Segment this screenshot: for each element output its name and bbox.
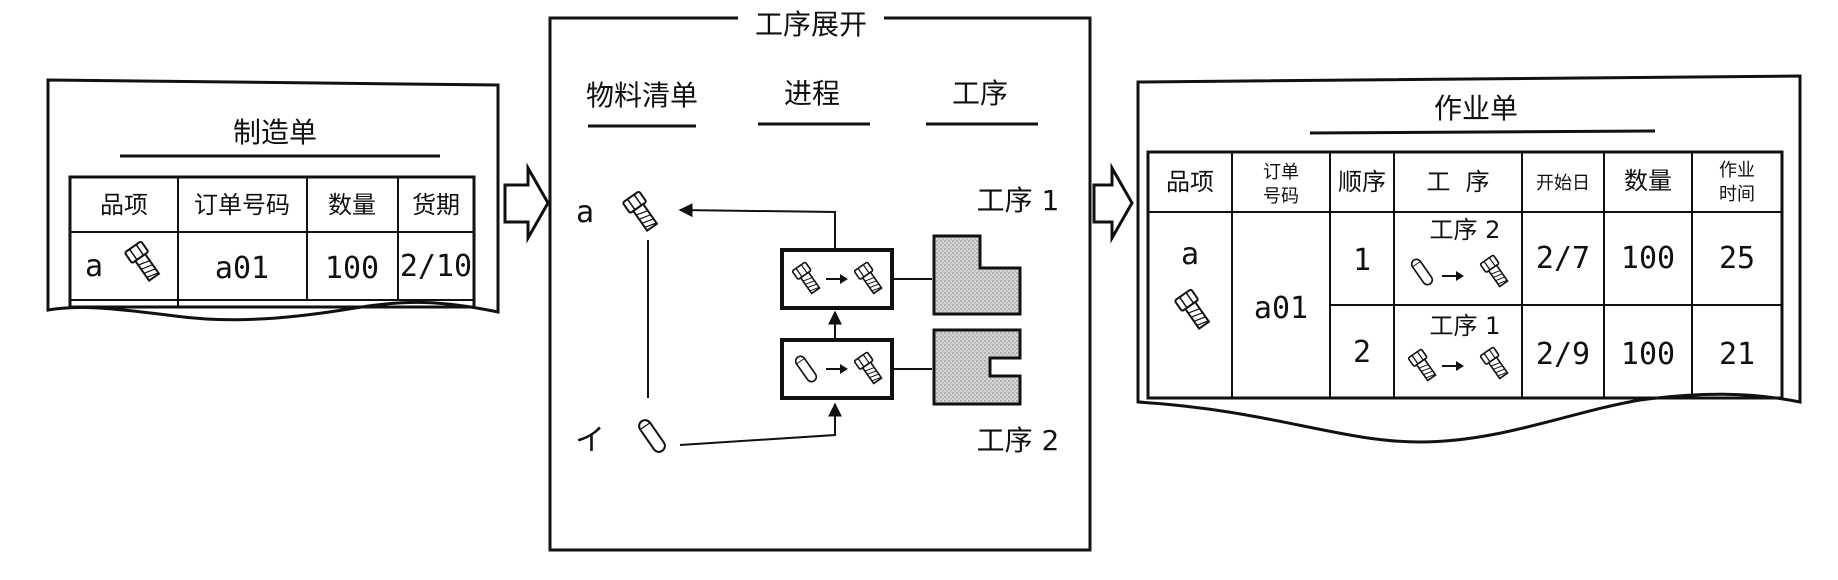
wo-header-process: 工 序 (1426, 168, 1489, 196)
cell-order-number: a01 (215, 251, 269, 286)
work-order-table (1146, 150, 1784, 400)
wo-header-order-number-line2: 号码 (1263, 186, 1299, 207)
wo-header-sequence: 顺序 (1338, 168, 1386, 196)
route-line-bottom (679, 402, 842, 446)
wo-row1-quantity: 100 (1621, 241, 1675, 276)
manufacturing-order-title: 制造单 (233, 116, 317, 149)
wo-header-work-time-line1: 作业 (1719, 160, 1755, 181)
header-due-date: 货期 (412, 191, 460, 219)
route-step-upper (780, 248, 894, 310)
header-item: 品项 (100, 191, 148, 219)
work-order-sheet (1136, 74, 1802, 444)
manufacturing-order-table (68, 175, 476, 309)
wo-row1-start-date: 2/7 (1536, 241, 1590, 276)
wo-row2-start-date: 2/9 (1536, 337, 1590, 372)
column-process: 工序 (952, 77, 1008, 110)
wo-cell-order-number: a01 (1254, 291, 1308, 326)
wo-row2-quantity: 100 (1621, 337, 1675, 372)
wo-row2-work-time: 21 (1719, 337, 1755, 372)
machine-shape-process-2 (932, 328, 1022, 406)
route-line-top (678, 203, 836, 248)
wo-header-item: 品项 (1166, 168, 1214, 196)
work-order-title-underline (1309, 129, 1656, 135)
work-order-title: 作业单 (1434, 92, 1518, 125)
wo-row2-process-label: 工序 1 (1430, 312, 1501, 340)
wo-row1-sequence: 1 (1353, 243, 1371, 278)
machine-shape-process-1 (932, 234, 1022, 316)
header-order-number: 订单号码 (194, 191, 290, 219)
cell-due-date: 2/10 (400, 249, 472, 284)
wo-header-work-time-line2: 时间 (1719, 184, 1755, 205)
route-step-lower (780, 338, 894, 400)
cell-quantity: 100 (325, 251, 379, 286)
column-bom: 物料清单 (586, 79, 698, 112)
column-route: 进程 (784, 77, 840, 110)
process-expansion-panel: 工序展开 物料清单 进程 工序 a イ (548, 4, 1092, 552)
process-1-label: 工序 1 (977, 184, 1060, 217)
wo-row1-process-label: 工序 2 (1430, 216, 1501, 244)
process-expansion-title: 工序展开 (755, 8, 867, 41)
header-quantity: 数量 (328, 191, 376, 219)
wo-header-start-date: 开始日 (1536, 173, 1590, 194)
bom-item-a: a (576, 195, 594, 230)
bom-item-i: イ (575, 423, 605, 458)
wo-header-quantity: 数量 (1624, 167, 1672, 195)
manufacturing-order-document: 制造单 品项 订单号码 数量 货期 a a01 100 2/10 (46, 78, 500, 322)
flow-arrow-to-expansion (503, 162, 550, 244)
flow-arrow-to-work-order (1092, 162, 1134, 244)
cell-item: a (85, 249, 103, 284)
wo-row2-sequence: 2 (1353, 335, 1371, 370)
wo-cell-item: a (1181, 237, 1199, 272)
work-order-document: 作业单 品项 订单 号码 顺序 工 序 开始日 数量 作业 时间 a a01 1… (1136, 74, 1802, 444)
process-2-label: 工序 2 (977, 424, 1060, 457)
wo-row1-work-time: 25 (1719, 241, 1755, 276)
wo-header-order-number-line1: 订单 (1263, 162, 1299, 183)
